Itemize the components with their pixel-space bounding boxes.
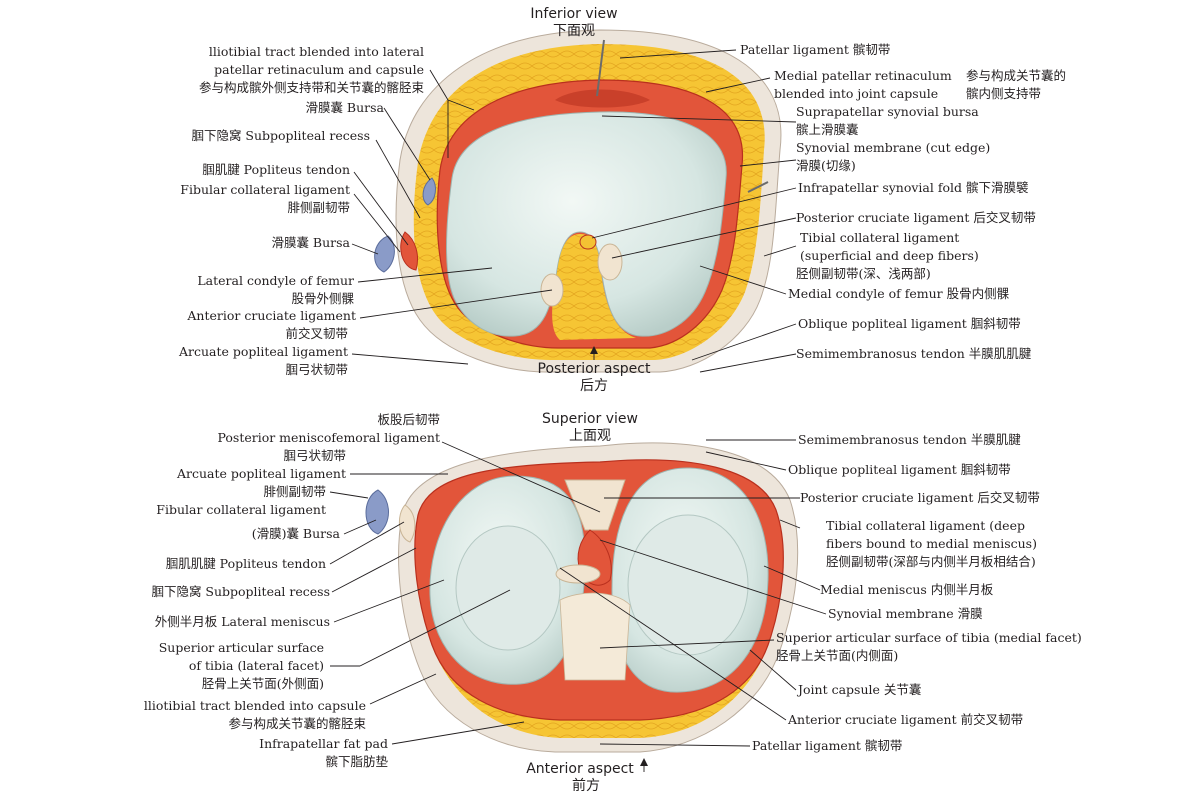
medial-tibial-facet [627, 514, 749, 656]
bottom-left-label: 腘肌肌腱 Popliteus tendon [166, 556, 326, 571]
top-right-label: 髌内侧支持带 [966, 86, 1041, 101]
top-right-label: Suprapatellar synovial bursa [796, 104, 979, 119]
pin-medial [747, 181, 769, 193]
posterior-cruciate-ligament [597, 243, 623, 281]
leader-lines [329, 49, 827, 772]
top-left-label: Fibular collateral ligament [180, 182, 350, 197]
bottom-right-label: Tibial collateral ligament (deep [826, 518, 1025, 533]
suprapatellar-bursa [555, 89, 650, 108]
bottom-left-labels: 板股后韧带 Posterior meniscofemoral ligament … [144, 412, 440, 769]
anterior-intercondylar-area [559, 592, 631, 681]
top-right-label: Posterior cruciate ligament 后交叉韧带 [796, 210, 1036, 225]
bottom-left-label: Posterior meniscofemoral ligament [217, 430, 440, 445]
top-view-titles: Inferior view 下面观 Posterior aspect 后方 [530, 6, 651, 394]
top-left-label: patellar retinaculum and capsule [214, 62, 424, 77]
bottom-right-label: Oblique popliteal ligament 腘斜韧带 [788, 462, 1011, 477]
bottom-left-label: 腘下隐窝 Subpopliteal recess [151, 584, 330, 599]
bottom-title-zh: 上面观 [569, 428, 611, 444]
bottom-left-label: Superior articular surface [159, 640, 324, 655]
top-aspect-zh: 后方 [580, 378, 608, 394]
top-right-label: 参与构成关节囊的 [966, 68, 1066, 83]
bottom-right-label: 胫侧副韧带(深部与内侧半月板相结合) [826, 554, 1036, 569]
top-right-label: Synovial membrane (cut edge) [796, 140, 990, 155]
top-right-label: 滑膜(切缘) [796, 158, 856, 173]
top-left-label: Lateral condyle of femur [197, 273, 354, 288]
top-left-label: 腘下隐窝 Subpopliteal recess [191, 128, 370, 143]
top-left-label: 滑膜囊 Bursa [271, 235, 350, 250]
bottom-left-label: 外侧半月板 Lateral meniscus [155, 614, 330, 629]
bottom-left-label: (滑膜)囊 Bursa [252, 526, 341, 541]
top-right-label: 胫侧副韧带(深、浅两部) [796, 266, 931, 281]
infrapatellar-fold [579, 234, 597, 250]
bottom-left-label: 髌下脂肪垫 [325, 754, 388, 769]
top-left-label: 前交叉韧带 [285, 326, 348, 341]
lateral-tibial-facet [455, 525, 561, 651]
superior-view-diagram [365, 442, 799, 753]
bottom-view-titles: Superior view 上面观 Anterior aspect 前方 [526, 411, 638, 793]
bottom-right-label: Semimembranosus tendon 半膜肌腱 [798, 432, 1021, 447]
bottom-right-labels: Semimembranosus tendon 半膜肌腱 Oblique popl… [752, 432, 1082, 753]
top-left-label: 股骨外侧髁 [291, 291, 354, 306]
bottom-right-label: Joint capsule 关节囊 [796, 682, 921, 697]
bottom-right-label: 胫骨上关节面(内侧面) [776, 648, 898, 663]
bottom-right-label: Synovial membrane 滑膜 [828, 606, 983, 621]
top-right-label: 髌上滑膜囊 [796, 122, 859, 137]
intercondylar-fat [552, 234, 636, 340]
bottom-left-label: Fibular collateral ligament [156, 502, 326, 517]
top-right-label: Medial condyle of femur 股骨内侧髁 [788, 286, 1010, 301]
femoral-condyles [446, 111, 727, 337]
bottom-left-label: 腓侧副韧带 [263, 484, 326, 499]
bottom-left-label: of tibia (lateral facet) [189, 658, 324, 673]
top-title-zh: 下面观 [553, 23, 595, 39]
top-right-label: Medial patellar retinaculum [774, 68, 952, 83]
top-right-label: Semimembranosus tendon 半膜肌肌腱 [796, 346, 1032, 361]
bursa-lateral-upper [422, 177, 436, 206]
top-right-label: blended into joint capsule [774, 86, 938, 101]
top-aspect-en: Posterior aspect [538, 361, 651, 377]
bursa-bottom [365, 489, 389, 535]
top-right-label: Patellar ligament 髌韧带 [740, 42, 890, 57]
bottom-right-label: Medial meniscus 内侧半月板 [820, 582, 994, 597]
bottom-left-label: 参与构成关节囊的髂胫束 [228, 716, 366, 731]
top-right-label: Oblique popliteal ligament 腘斜韧带 [798, 316, 1021, 331]
top-title-en: Inferior view [530, 6, 617, 22]
bottom-left-label: 胫骨上关节面(外侧面) [202, 676, 324, 691]
bursa-lateral-lower [374, 235, 395, 273]
bottom-aspect-zh: 前方 [572, 777, 600, 793]
bottom-left-label: Infrapatellar fat pad [259, 736, 388, 751]
top-left-label: Anterior cruciate ligament [186, 308, 356, 323]
bottom-right-label: fibers bound to medial meniscus) [826, 536, 1037, 551]
top-left-label: 滑膜囊 Bursa [305, 100, 384, 115]
top-left-label: Arcuate popliteal ligament [178, 344, 348, 359]
top-right-label: (superficial and deep fibers) [800, 248, 979, 263]
bottom-right-label: Anterior cruciate ligament 前交叉韧带 [787, 712, 1023, 727]
inferior-view-diagram [374, 29, 782, 373]
top-left-label: 参与构成髌外侧支持带和关节囊的髂胫束 [199, 80, 425, 95]
top-left-label: lliotibial tract blended into lateral [209, 44, 424, 59]
top-left-labels: lliotibial tract blended into lateral pa… [178, 44, 425, 377]
top-right-label: Infrapatellar synovial fold 髌下滑膜襞 [798, 180, 1028, 195]
top-right-label: Tibial collateral ligament [800, 230, 959, 245]
bottom-left-label: lliotibial tract blended into capsule [144, 698, 366, 713]
bottom-right-label: Superior articular surface of tibia (med… [776, 630, 1082, 645]
bottom-right-label: Patellar ligament 髌韧带 [752, 738, 902, 753]
bottom-left-label: 板股后韧带 [377, 412, 440, 427]
top-left-label: 腓侧副韧带 [287, 200, 350, 215]
anterior-cruciate-ligament-bottom [555, 564, 601, 584]
top-right-labels: Patellar ligament 髌韧带 Medial patellar re… [740, 42, 1066, 361]
top-left-label: 腘肌腱 Popliteus tendon [202, 162, 350, 177]
bottom-left-label: 腘弓状韧带 [283, 448, 346, 463]
posterior-cruciate-ligament-bottom [564, 479, 626, 531]
pin-patellar [596, 39, 605, 97]
bottom-aspect-en: Anterior aspect [526, 761, 634, 777]
bottom-right-label: Posterior cruciate ligament 后交叉韧带 [800, 490, 1040, 505]
popliteus-tendon-bottom [398, 504, 416, 543]
top-left-label: 腘弓状韧带 [285, 362, 348, 377]
bottom-title-en: Superior view [542, 411, 638, 427]
bottom-left-label: Arcuate popliteal ligament [176, 466, 346, 481]
